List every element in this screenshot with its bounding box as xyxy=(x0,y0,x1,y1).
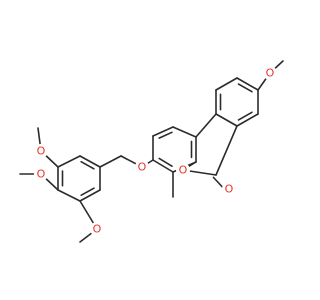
bond-r3-r4 xyxy=(236,113,259,127)
bond-aromatic-l2-l3 xyxy=(158,131,173,139)
svg-text:O: O xyxy=(93,223,102,236)
bond-a1-a2 xyxy=(79,155,101,168)
bond-r1-r2 xyxy=(236,77,259,91)
methoxy-oxygen-top: O xyxy=(34,144,48,158)
bond-r6-r1 xyxy=(215,77,238,91)
bond-aromatic-l4-l5 xyxy=(158,157,173,167)
bond-aromatic-r3-r4 xyxy=(237,111,253,121)
bond-l1-l2 xyxy=(172,126,197,138)
bond-ch2-a1 xyxy=(99,155,122,168)
ether-oxygen: O xyxy=(135,160,149,174)
atom-label-layer: O O O O O O O xyxy=(34,66,277,236)
methoxy-oxygen-middle: O xyxy=(34,167,48,181)
ring-oxygen: O xyxy=(176,163,190,177)
svg-text:O: O xyxy=(179,164,188,177)
svg-text:O: O xyxy=(225,183,234,196)
bond-aromatic-r1-r2 xyxy=(237,83,253,93)
bond-r4-r5 xyxy=(215,113,238,127)
bond-l4-l5 xyxy=(152,159,174,173)
methoxy-oxygen-bottom: O xyxy=(90,222,104,236)
carbonyl-oxygen: O xyxy=(222,182,236,196)
methoxy-oxygen-right: O xyxy=(263,66,277,80)
molecule-structure: O O O O O O O xyxy=(19,60,284,243)
bond-a4-a5 xyxy=(57,189,81,202)
bond-r4-cc xyxy=(215,125,238,176)
svg-text:O: O xyxy=(37,145,46,158)
svg-text:O: O xyxy=(138,161,147,174)
svg-text:O: O xyxy=(37,168,46,181)
bond-l2-l3 xyxy=(152,126,174,137)
bond-aromatic-a1-a2 xyxy=(80,160,95,170)
bond-layer xyxy=(19,60,284,243)
bond-a2-a3 xyxy=(57,155,81,168)
svg-text:O: O xyxy=(266,67,275,80)
bond-aromatic-a5-a6 xyxy=(80,187,95,197)
bond-a5-a6 xyxy=(79,189,101,202)
bond-l1-r5 xyxy=(195,113,217,138)
